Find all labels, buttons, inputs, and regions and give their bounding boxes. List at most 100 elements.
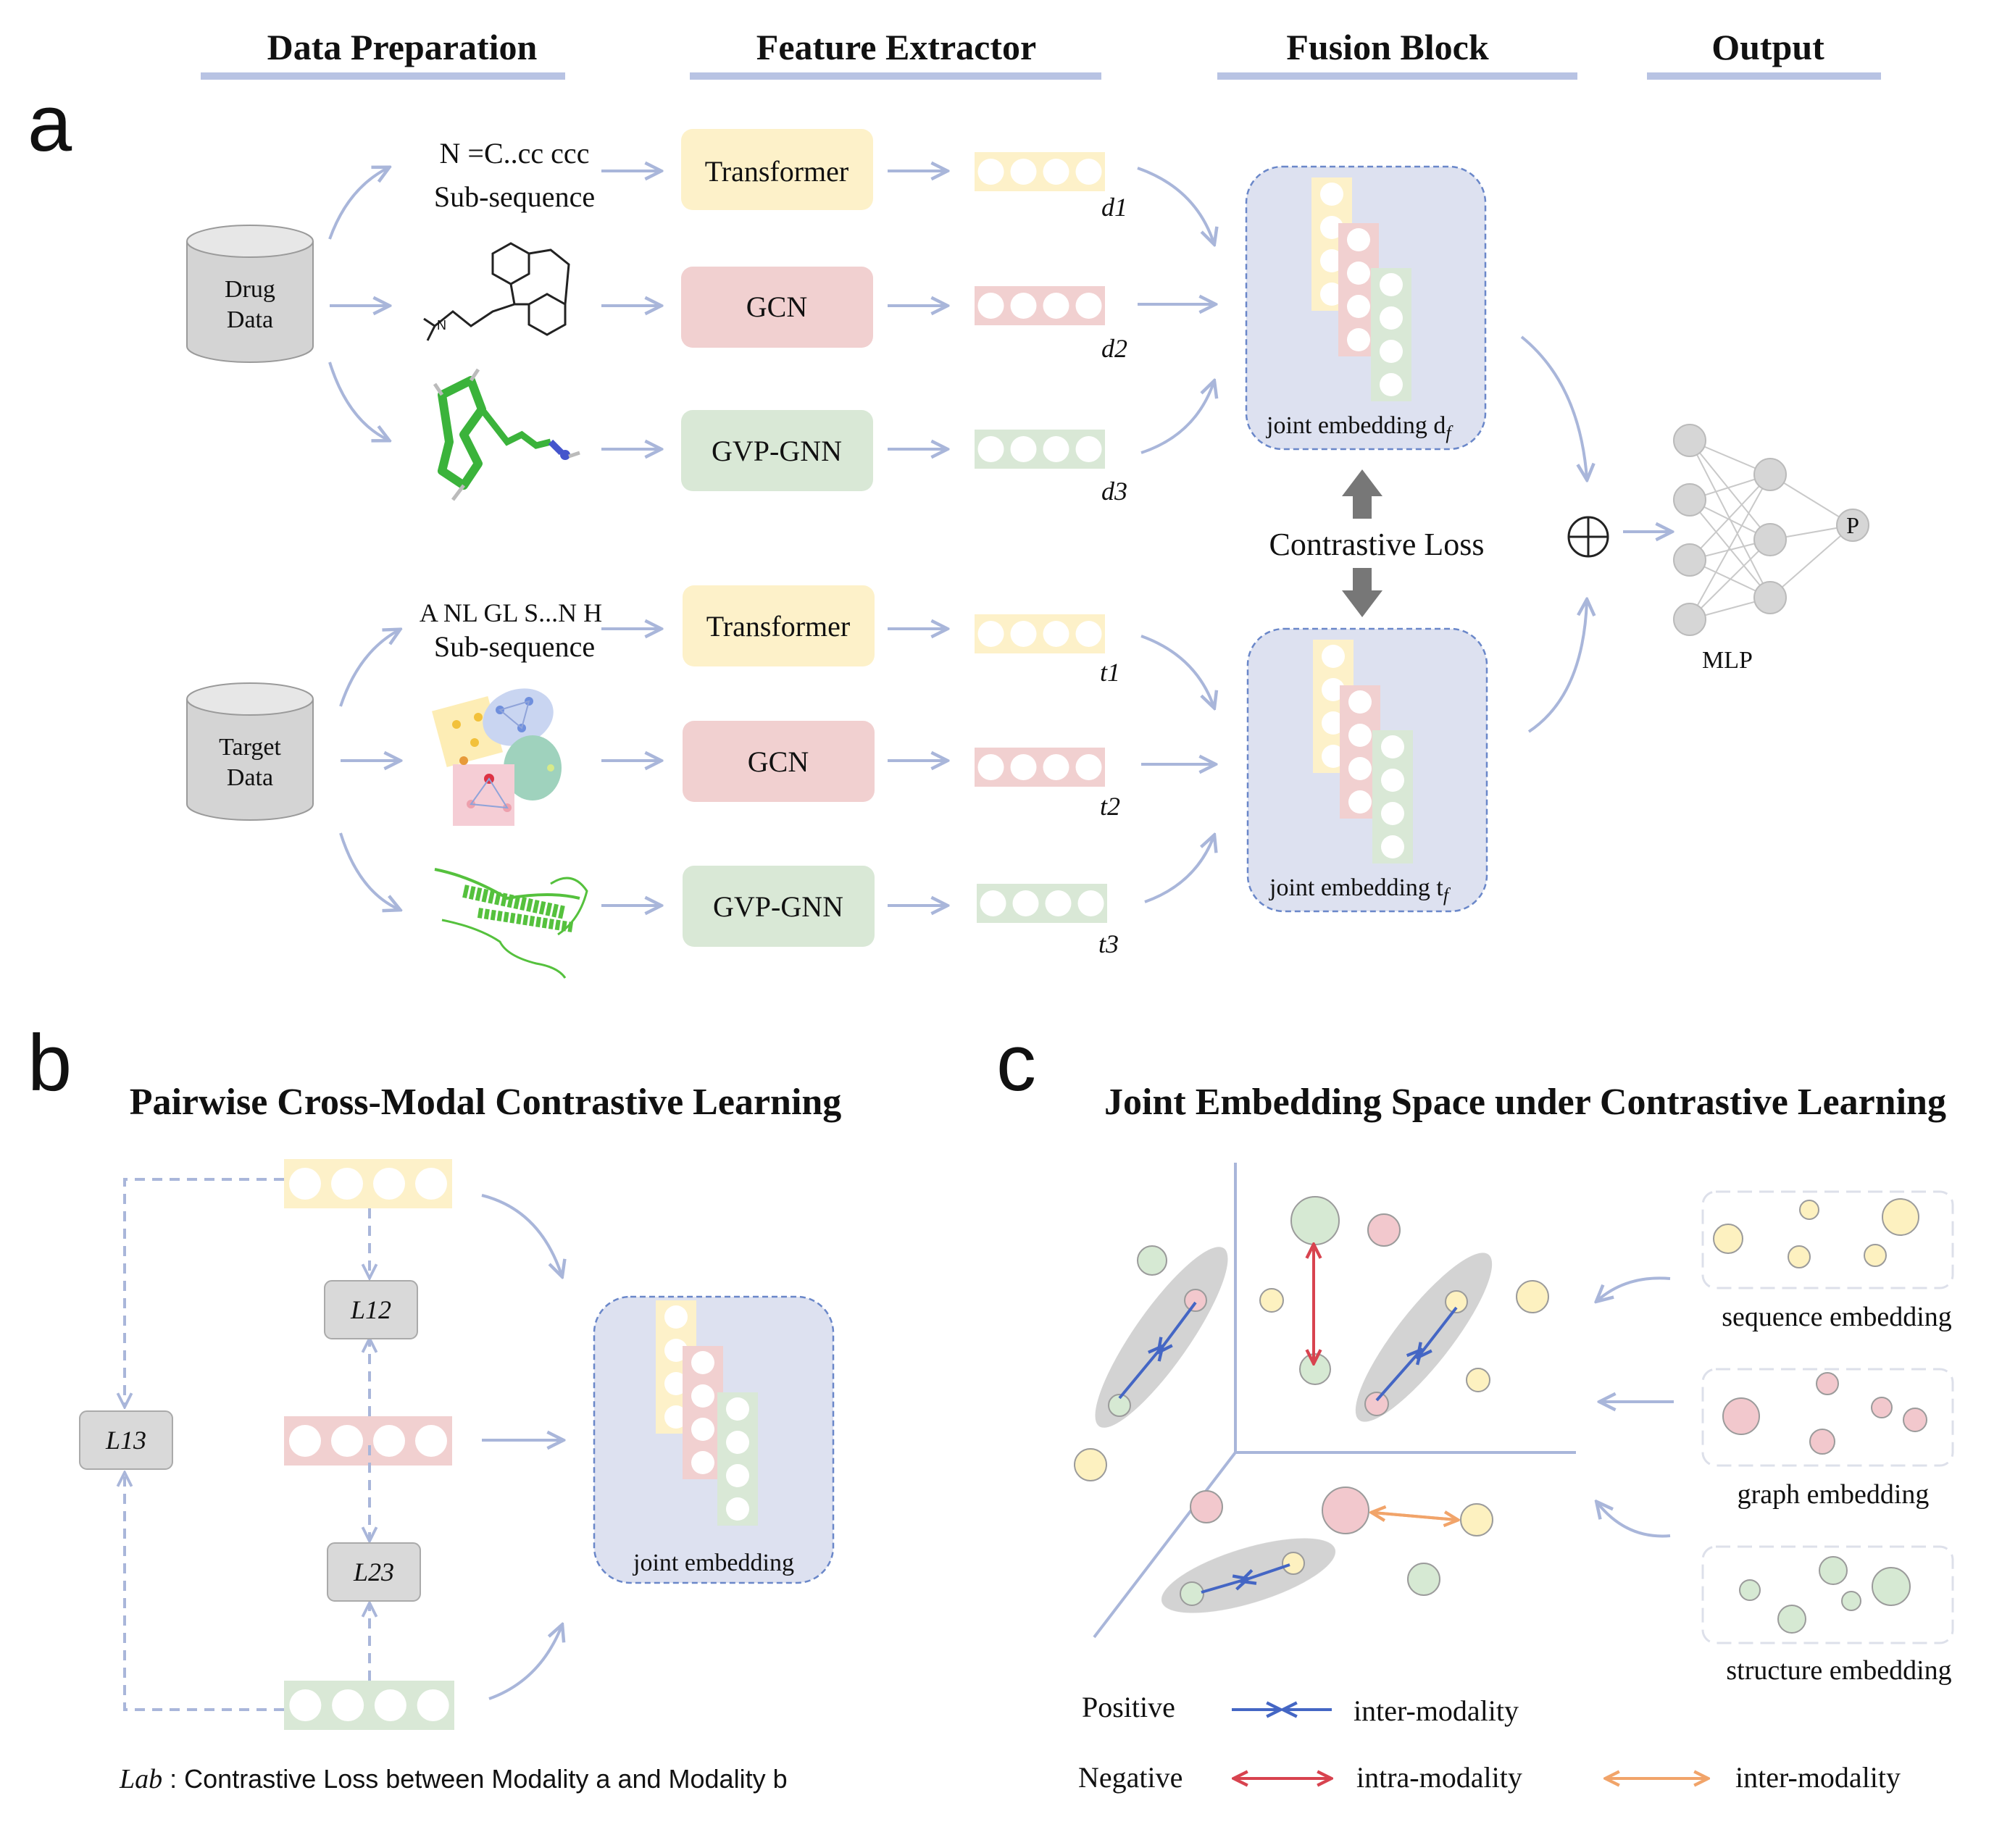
vector-cell [1075,293,1102,319]
label-t1: t1 [1100,658,1120,687]
mlp-output-node [1836,509,1869,542]
vector-cell [289,1425,321,1457]
drug-joint-embedding: joint embedding df [1245,165,1487,451]
panel-b-dashed-links [125,1178,370,1711]
vector-cell [977,293,1004,319]
to-fusion-arrows [1137,167,1214,903]
embedding-vectors [975,152,1107,923]
vector-cell [691,1351,714,1374]
mlp-edge [1689,499,1771,598]
vector-cell [1380,340,1403,363]
mlp-node [1673,543,1706,577]
vector-cell [1380,273,1403,296]
vector-cell [1347,295,1370,318]
vector-cell [1322,645,1345,668]
embedding-point [1516,1280,1549,1313]
embedding-point [1137,1245,1167,1276]
vector-cell [1380,373,1403,396]
mlp-label: MLP [1702,647,1753,674]
label-d1: d1 [1101,193,1127,222]
vector-cell [977,621,1004,647]
embedding-point [1445,1290,1468,1313]
contrastive-loss-label: Contrastive Loss [1269,527,1485,562]
vector-cell [691,1451,714,1474]
header-fusion-block: Fusion Block [1286,27,1488,67]
target-sequence-text: A NL GL S...N H [420,598,602,627]
vector-cell [373,1168,405,1200]
vector-cell [1348,690,1372,714]
legend-dot [1722,1397,1760,1435]
vector-cell [415,1425,447,1457]
drug-sequence-text: N =C..cc ccc [440,137,590,170]
vector-cell [726,1497,749,1521]
vector-cell [691,1384,714,1408]
vector-cell [1381,735,1404,758]
vector-cell [1010,293,1037,319]
vector-cell [1043,621,1069,647]
label-t3: t3 [1098,929,1119,958]
vector-cell [1010,436,1037,462]
nitrogen-atom-label: N [437,318,446,333]
embedding-point [1466,1368,1490,1392]
mlp-node [1673,424,1706,457]
mlp-node [1673,483,1706,517]
legend-dot [1788,1245,1811,1268]
embedding-point [1180,1581,1204,1606]
target-gvp-gnn-box [683,866,875,947]
header-output: Output [1711,27,1824,67]
vector-cell [1077,890,1104,916]
header-data-preparation: Data Preparation [267,27,538,67]
legend-dot [1864,1244,1887,1267]
legend-dot [1739,1579,1761,1601]
loss-l12-box: L12 [324,1280,418,1339]
vector-cell [664,1305,688,1329]
drug-transformer-label: Transformer [705,155,849,188]
target-gvp-gnn-label: GVP-GNN [713,890,843,923]
legend-dot [1841,1591,1861,1611]
drug-2d-molecule-icon [423,242,570,341]
vector-cell [417,1689,449,1721]
embedding-point [1184,1289,1207,1312]
vector-cell [1322,745,1345,768]
vector-cell [1010,159,1037,185]
panel-b-footnote: Lab : Contrastive Loss between Modality … [119,1764,788,1794]
header-underline [1217,72,1577,80]
vector-cell [1380,306,1403,330]
vector-cell [1043,293,1069,319]
vector-cell [1320,216,1343,239]
target-subseq-label: Sub-sequence [434,630,595,663]
vector-cell [1010,754,1037,780]
legend-arrows [1598,1276,1674,1538]
vector-cell [1010,621,1037,647]
legend-dot [1799,1200,1819,1220]
panel-c-title: Joint Embedding Space under Contrastive … [1104,1082,1946,1123]
vector-cell [1075,159,1102,185]
vector-labels: d1 d2 d3 t1 t2 t3 [1098,193,1127,958]
vector-cell [1075,754,1102,780]
drug-db-label-2: Data [227,306,273,333]
embedding-point [1407,1563,1440,1596]
vector-cell [331,1168,363,1200]
vector-cell [289,1689,322,1721]
vector-cell [1348,790,1372,814]
section-headers: Data Preparation Feature Extractor Fusio… [201,27,1881,80]
vector-cell [374,1689,406,1721]
vector-cell [977,754,1004,780]
legend-positive-inter: inter-modality [1354,1694,1519,1727]
drug-db-label-1: Drug [225,276,275,303]
target-extractors: Transformer GCN GVP-GNN [683,585,875,947]
pair-type-legend: Positive inter-modality Negative intra-m… [1078,1691,1901,1794]
panel-b-vectors [284,1159,454,1730]
drug-extractors: Transformer GCN GVP-GNN [681,129,873,491]
vector-cell [1043,159,1069,185]
svg-text:L12: L12 [350,1295,391,1324]
target-graph-icon [432,688,562,826]
vector-cell [331,1425,363,1457]
header-feature-extractor: Feature Extractor [756,27,1036,67]
vector-cell [1348,724,1372,747]
drug-3d-molecule-icon [433,368,580,501]
drug-joint-label: joint embedding df [1266,412,1453,443]
drug-database-icon: Drug Data [186,225,314,363]
mlp-edge [1769,524,1853,598]
legend-negative-inter: inter-modality [1735,1761,1901,1794]
